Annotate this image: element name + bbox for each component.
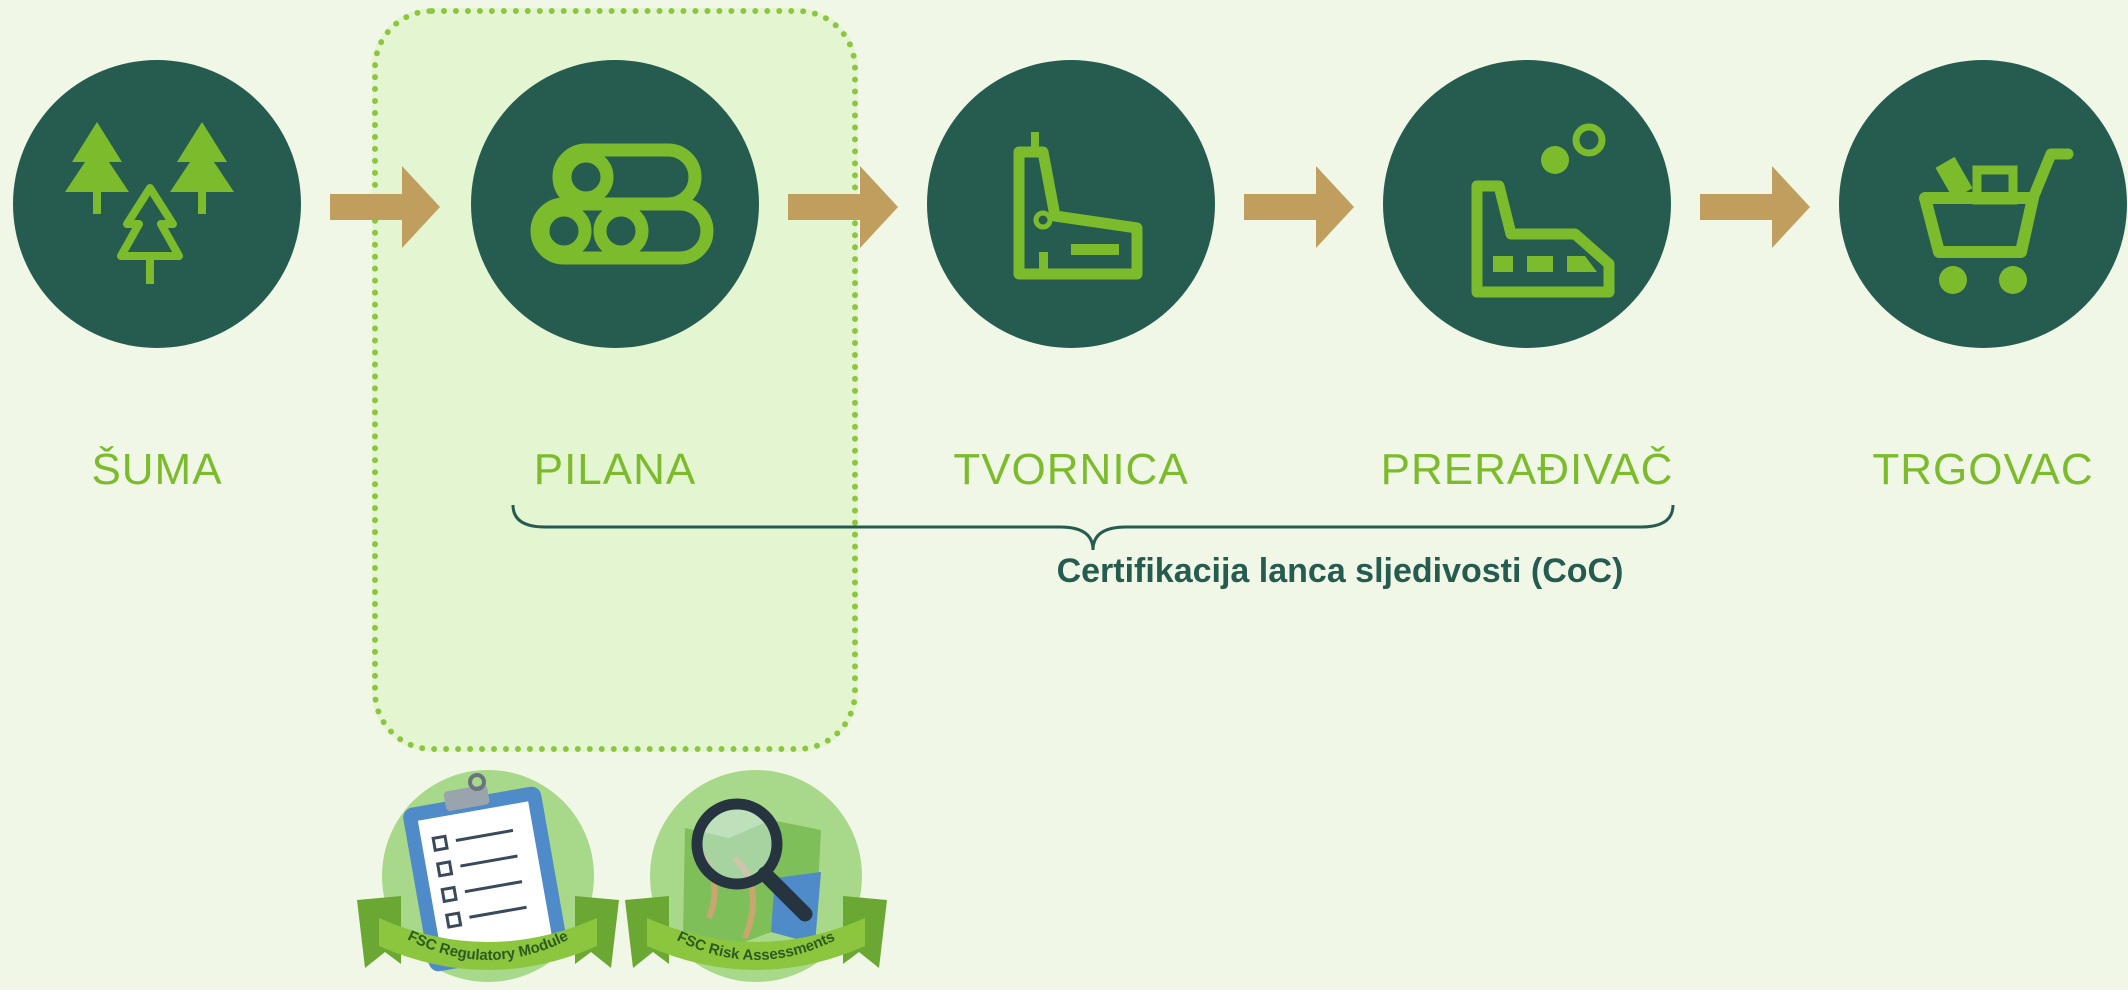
stage-label: TRGOVAC bbox=[1872, 445, 2094, 494]
shopping-cart-icon bbox=[1919, 148, 2074, 294]
stage-trgovac: TRGOVAC bbox=[1839, 60, 2127, 494]
fsc-risk-assessments-badge: FSC Risk Assessments bbox=[625, 770, 887, 982]
forest-trees-icon bbox=[65, 122, 234, 284]
clipboard-checklist-icon bbox=[403, 773, 567, 972]
stage-label: TVORNICA bbox=[953, 445, 1189, 494]
coc-brace bbox=[511, 504, 1675, 551]
arrow-right-icon bbox=[1700, 166, 1810, 248]
factory-icon bbox=[1013, 132, 1143, 280]
stage-label: ŠUMA bbox=[91, 445, 223, 494]
stage-suma: ŠUMA bbox=[13, 60, 301, 494]
stage-circle bbox=[13, 60, 301, 348]
coc-label: Certifikacija lanca sljedivosti (CoC) bbox=[1056, 552, 1624, 590]
processor-factory-icon bbox=[1471, 123, 1615, 298]
stage-tvornica: TVORNICA bbox=[927, 60, 1215, 494]
arrow-right-icon bbox=[330, 166, 440, 248]
stage-label: PRERAĐIVAČ bbox=[1380, 445, 1674, 494]
stage-circle bbox=[1383, 60, 1671, 348]
arrow-right-icon bbox=[1244, 166, 1354, 248]
stage-preradivac: PRERAĐIVAČ bbox=[1381, 60, 1672, 494]
fsc-regulatory-module-badge: FSC Regulatory Module bbox=[357, 770, 619, 982]
sawmill-logs-icon bbox=[530, 143, 714, 265]
magnifier-map-icon bbox=[683, 798, 821, 948]
stage-label: PILANA bbox=[533, 445, 697, 494]
stage-circle bbox=[1839, 60, 2127, 348]
stage-circle bbox=[927, 60, 1215, 348]
stage-pilana: PILANA bbox=[471, 60, 759, 494]
arrow-right-icon bbox=[788, 166, 898, 248]
stage-circle bbox=[471, 60, 759, 348]
